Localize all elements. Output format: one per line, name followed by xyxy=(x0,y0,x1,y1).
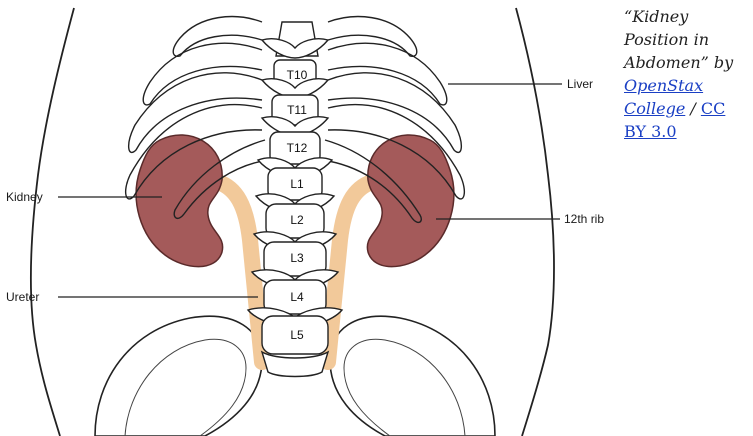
vertebra-label-l1: L1 xyxy=(290,177,304,191)
vertebra-label-l3: L3 xyxy=(290,251,304,265)
vertebra-label-l5: L5 xyxy=(290,328,304,342)
caption-separator: / xyxy=(690,99,695,118)
attribution-caption: “Kidney Position in Abdomen” by OpenStax… xyxy=(624,5,752,143)
label-ureter: Ureter xyxy=(6,290,39,304)
label-12th-rib: 12th rib xyxy=(564,212,604,226)
body-outline-right xyxy=(516,8,554,436)
vertebra-label-t12: T12 xyxy=(287,141,308,155)
caption-open-quote: “ xyxy=(624,7,632,26)
pelvis-left xyxy=(95,316,262,436)
vertebra-label-l4: L4 xyxy=(290,290,304,304)
vertebra-label-t10: T10 xyxy=(287,68,308,82)
body-outline-left xyxy=(31,8,74,436)
label-liver: Liver xyxy=(567,77,593,91)
vertebra-label-t11: T11 xyxy=(287,103,307,117)
label-kidney: Kidney xyxy=(6,190,43,204)
kidney-position-diagram: T10 T11 T12 L1 L2 L3 L4 L5 Liver Kidney … xyxy=(0,0,610,436)
pelvis-right xyxy=(330,316,495,436)
caption-close-quote: ” by xyxy=(701,53,734,72)
vertebra-label-l2: L2 xyxy=(290,213,304,227)
kidney-left xyxy=(136,135,222,267)
caption-title: Kidney Position in Abdomen xyxy=(624,7,709,72)
